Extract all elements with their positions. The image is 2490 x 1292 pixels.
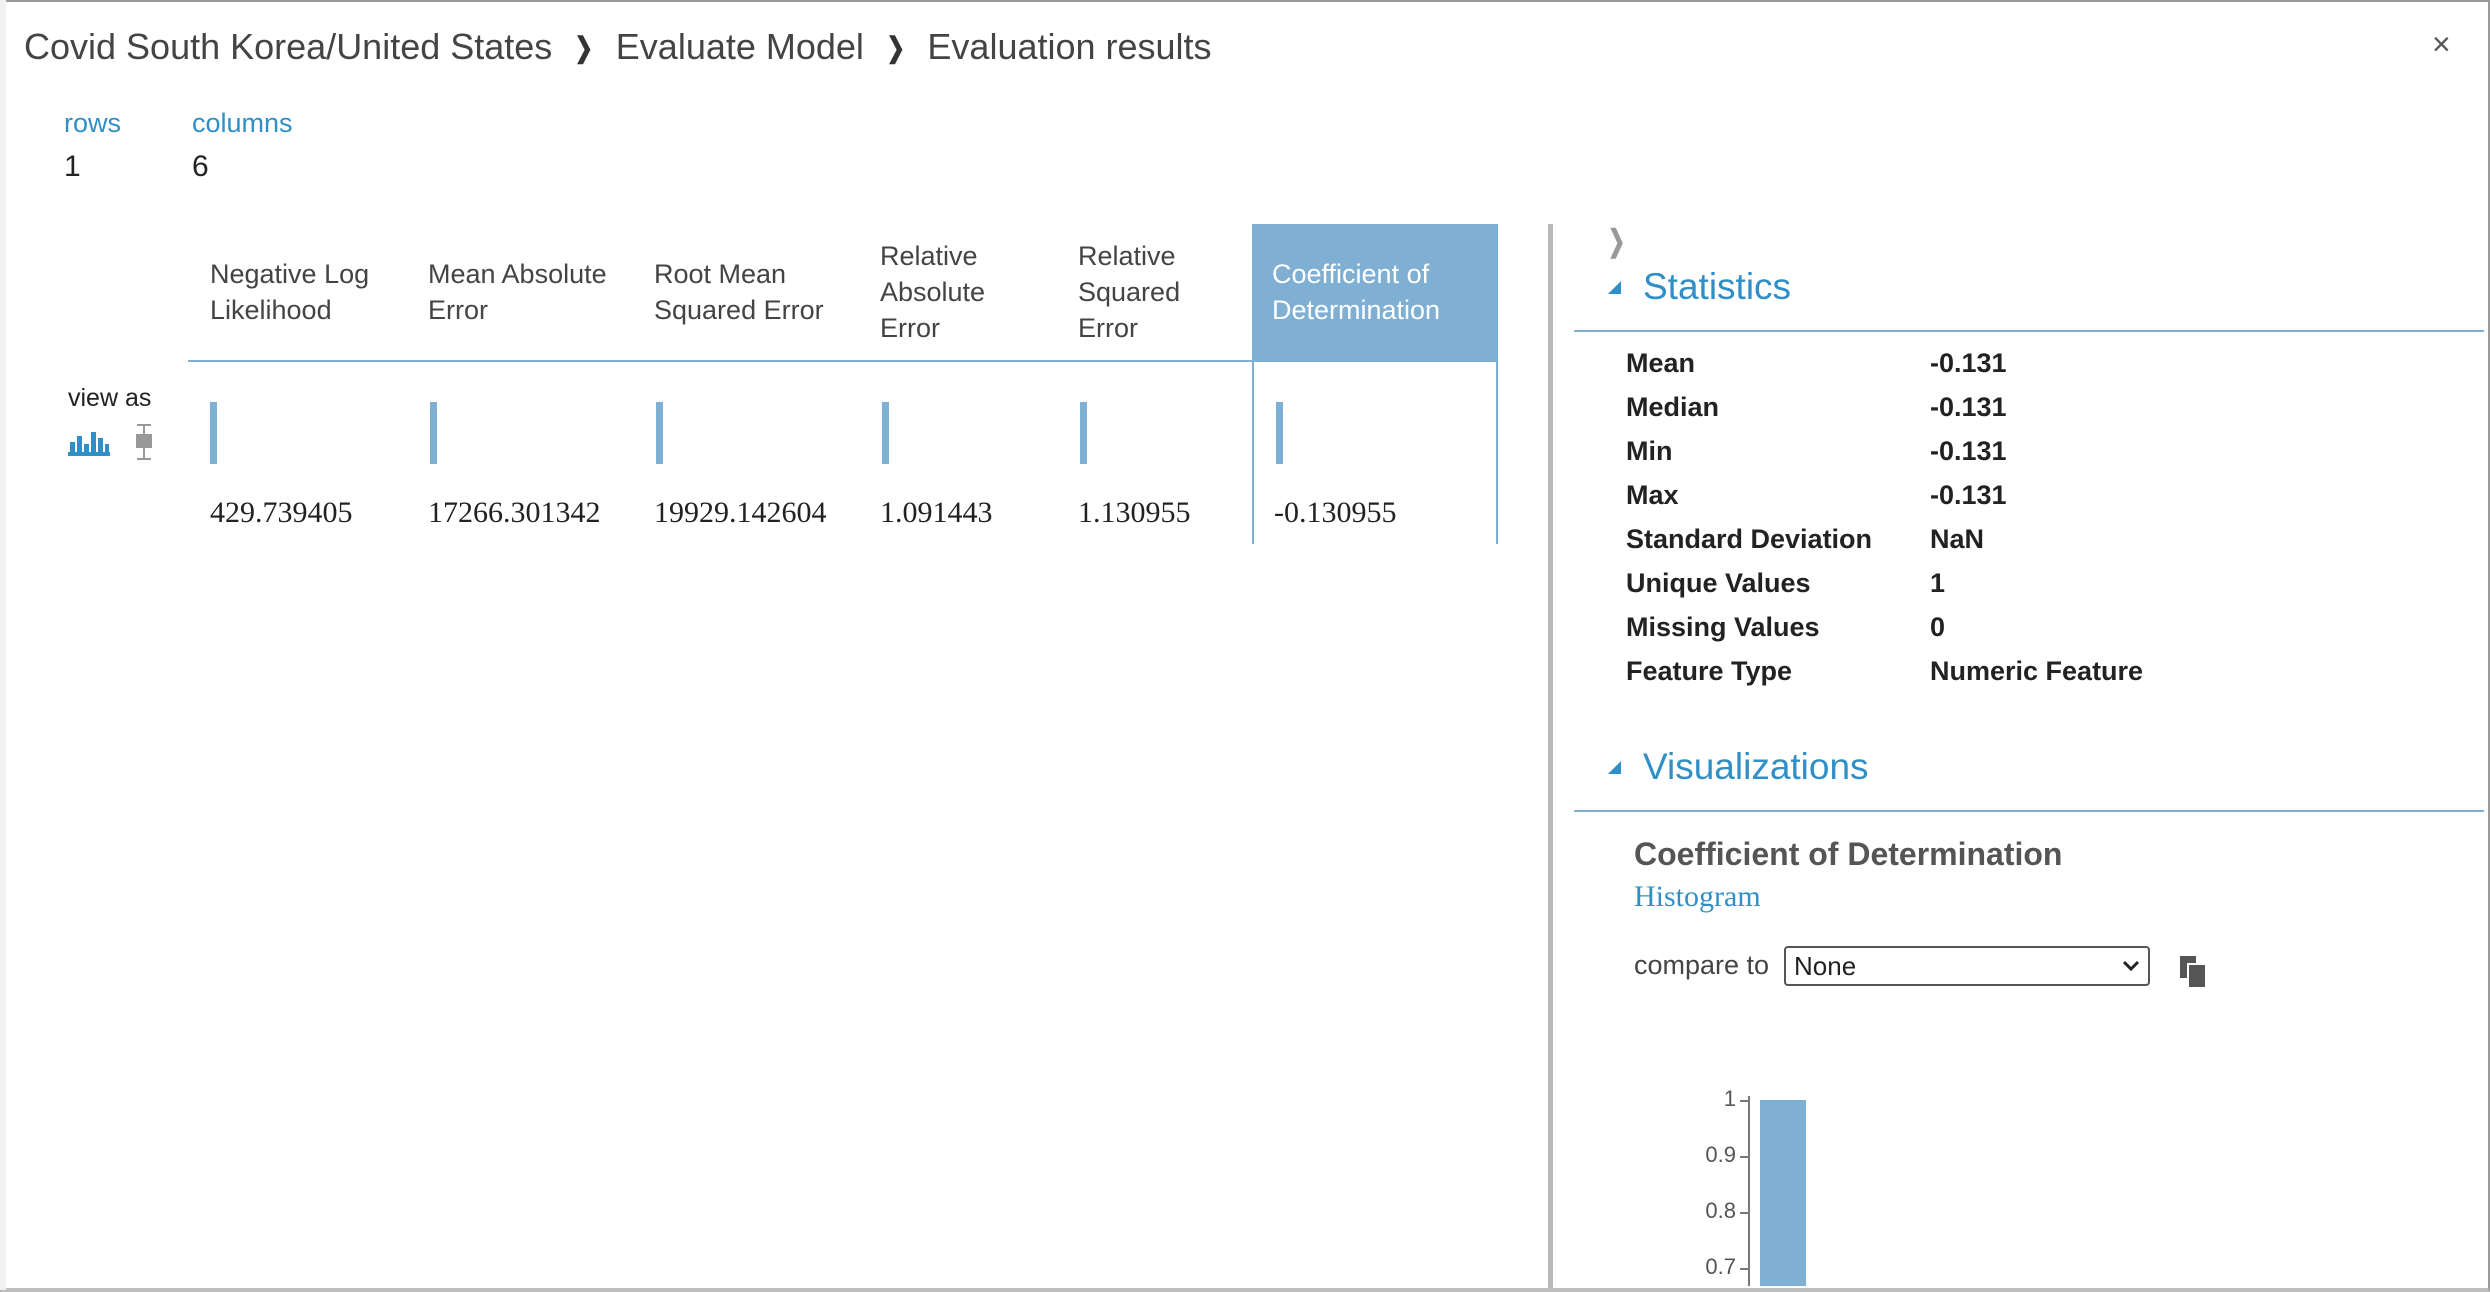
y-axis-tick bbox=[1740, 1212, 1748, 1214]
cell-value[interactable]: 1.091443 bbox=[880, 496, 993, 529]
y-axis bbox=[1748, 1096, 1750, 1286]
stat-name: Standard Deviation bbox=[1626, 524, 1873, 554]
chevron-down-icon bbox=[2122, 960, 2140, 972]
y-axis-tick-label: 0.7 bbox=[1705, 1254, 1736, 1279]
stat-name: Mean bbox=[1626, 348, 1696, 378]
stat-value: -0.131 bbox=[1930, 392, 2007, 422]
header-divider bbox=[188, 360, 1498, 362]
cell-value[interactable]: 1.130955 bbox=[1078, 496, 1191, 529]
stat-value: NaN bbox=[1930, 524, 1985, 554]
column-sparkline[interactable] bbox=[882, 402, 889, 464]
y-axis-tick-label: 0.9 bbox=[1705, 1142, 1736, 1167]
y-axis-tick-label: 0.8 bbox=[1705, 1198, 1736, 1223]
stat-name: Median bbox=[1626, 392, 1720, 422]
y-axis-tick bbox=[1740, 1100, 1748, 1102]
columns-value: 6 bbox=[192, 150, 209, 183]
column-sparkline[interactable] bbox=[430, 402, 437, 464]
statistics-divider bbox=[1574, 330, 2484, 332]
stat-name: Feature Type bbox=[1626, 656, 1793, 686]
visualizations-divider bbox=[1574, 810, 2484, 812]
histogram-bar[interactable] bbox=[1760, 1100, 1806, 1286]
histogram-link[interactable]: Histogram bbox=[1634, 880, 1761, 913]
stat-value: Numeric Feature bbox=[1930, 656, 2144, 686]
collapse-triangle-icon bbox=[1608, 280, 1621, 294]
collapse-triangle-icon bbox=[1608, 760, 1621, 774]
rows-value: 1 bbox=[64, 150, 81, 183]
stat-name: Missing Values bbox=[1626, 612, 1820, 642]
statistics-title: Statistics bbox=[1643, 266, 1792, 307]
column-sparkline[interactable] bbox=[210, 402, 217, 464]
stat-value: 1 bbox=[1930, 568, 1946, 598]
breadcrumb-item-experiment[interactable]: Covid South Korea/United States bbox=[24, 26, 553, 67]
columns-label: columns bbox=[192, 108, 293, 138]
column-sparkline[interactable] bbox=[1080, 402, 1087, 464]
compare-to-value: None bbox=[1794, 950, 1857, 981]
stat-value: -0.131 bbox=[1930, 480, 2007, 510]
visualizations-title: Visualizations bbox=[1643, 746, 1869, 787]
stat-name: Max bbox=[1626, 480, 1679, 510]
column-header-relative-absolute-error[interactable]: Relative Absolute Error bbox=[880, 241, 986, 343]
compare-to-label: compare to bbox=[1634, 950, 1770, 980]
stat-value: -0.131 bbox=[1930, 436, 2007, 466]
column-sparkline[interactable] bbox=[1276, 402, 1283, 464]
panel-splitter[interactable] bbox=[1548, 224, 1553, 1288]
column-header-root-mean-squared-error[interactable]: Root Mean Squared Error bbox=[654, 259, 824, 325]
y-axis-tick bbox=[1740, 1268, 1748, 1270]
column-sparkline[interactable] bbox=[656, 402, 663, 464]
close-button[interactable]: × bbox=[2432, 26, 2451, 62]
boxplot-view-icon[interactable] bbox=[134, 424, 154, 465]
visualizations-section-header[interactable]: Visualizations bbox=[1608, 746, 1869, 788]
compare-to-select[interactable]: None bbox=[1784, 946, 2150, 986]
breadcrumb-item-current: Evaluation results bbox=[927, 26, 1212, 67]
column-header-negative-log-likelihood[interactable]: Negative Log Likelihood bbox=[210, 259, 370, 325]
column-header-mean-absolute-error[interactable]: Mean Absolute Error bbox=[428, 259, 607, 325]
y-axis-tick-label: 1 bbox=[1723, 1086, 1736, 1111]
stat-name: Unique Values bbox=[1626, 568, 1811, 598]
breadcrumb: Covid South Korea/United States ❯ Evalua… bbox=[24, 26, 1212, 68]
copy-icon[interactable] bbox=[2180, 956, 2207, 993]
cell-value[interactable]: 429.739405 bbox=[210, 496, 353, 529]
chart-title: Coefficient of Determination bbox=[1634, 836, 2063, 872]
cell-value[interactable]: -0.130955 bbox=[1274, 496, 1397, 529]
selected-column-border-right bbox=[1496, 224, 1498, 544]
selected-column-border-left bbox=[1252, 360, 1254, 544]
stat-value: -0.131 bbox=[1930, 348, 2007, 378]
stat-name: Min bbox=[1626, 436, 1673, 466]
chevron-right-icon[interactable]: ❯ bbox=[1607, 225, 1626, 258]
column-header-relative-squared-error[interactable]: Relative Squared Error bbox=[1078, 241, 1181, 343]
chevron-right-icon: ❯ bbox=[574, 31, 594, 63]
histogram-view-icon[interactable] bbox=[68, 424, 110, 461]
rows-label: rows bbox=[64, 108, 122, 138]
cell-value[interactable]: 19929.142604 bbox=[654, 496, 827, 529]
stat-value: 0 bbox=[1930, 612, 1946, 642]
breadcrumb-item-module[interactable]: Evaluate Model bbox=[615, 26, 864, 67]
y-axis-tick bbox=[1740, 1156, 1748, 1158]
view-as-label: view as bbox=[68, 384, 152, 412]
cell-value[interactable]: 17266.301342 bbox=[428, 496, 601, 529]
statistics-section-header[interactable]: Statistics bbox=[1608, 266, 1791, 308]
column-header-coefficient-of-determination[interactable]: Coefficient of Determination bbox=[1252, 224, 1498, 360]
background-edge bbox=[0, 0, 6, 1290]
chevron-right-icon: ❯ bbox=[886, 31, 906, 63]
